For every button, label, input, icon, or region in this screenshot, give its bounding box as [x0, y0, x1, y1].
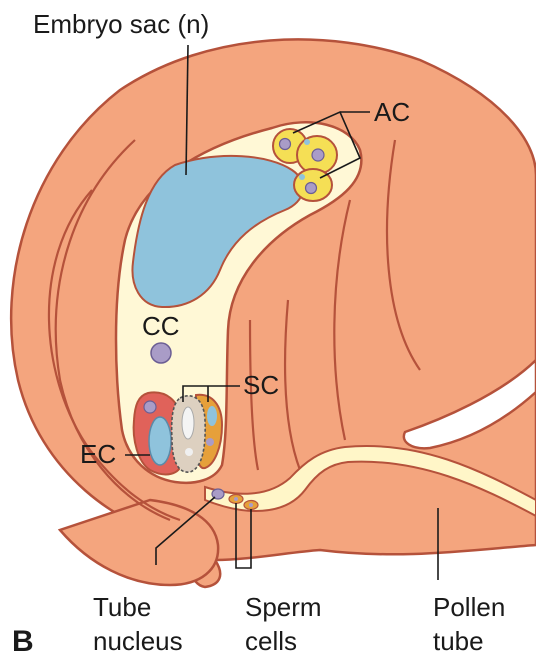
label-ac: AC: [374, 97, 410, 127]
central-cell-nucleus: [151, 343, 171, 363]
egg-apparatus: [134, 392, 222, 474]
label-ec: EC: [80, 439, 116, 469]
synergid-nucleus: [206, 438, 214, 446]
antipodal-nucleus-1: [280, 139, 291, 150]
sperm-cell-2-nucleus: [249, 503, 253, 507]
label-pollen-tube-line2: tube: [433, 626, 484, 656]
label-cc: CC: [142, 311, 180, 341]
egg-cell-vacuole: [149, 417, 171, 465]
label-sperm-cells-line1: Sperm: [245, 592, 322, 622]
label-sperm-cells-line2: cells: [245, 626, 297, 656]
degenerating-synergid-vacuole: [182, 407, 194, 439]
antipodal-nucleus-2: [312, 149, 324, 161]
label-tube-nucleus-line2: nucleus: [93, 626, 183, 656]
ovule-lower-lobe: [60, 500, 218, 585]
egg-cell-nucleus: [144, 401, 156, 413]
label-pollen-tube-line1: Pollen: [433, 592, 505, 622]
antipodal-vacuole-3: [299, 174, 305, 180]
degenerating-synergid-nucleus: [185, 448, 193, 456]
synergid-vacuole: [207, 406, 217, 426]
label-tube-nucleus-line1: Tube: [93, 592, 151, 622]
sperm-cell-1-nucleus: [234, 497, 238, 501]
antipodal-vacuole-2: [304, 139, 310, 145]
label-sc: SC: [243, 370, 279, 400]
panel-letter: B: [12, 625, 34, 658]
label-embryo-sac: Embryo sac (n): [33, 9, 209, 39]
antipodal-nucleus-3: [306, 183, 317, 194]
